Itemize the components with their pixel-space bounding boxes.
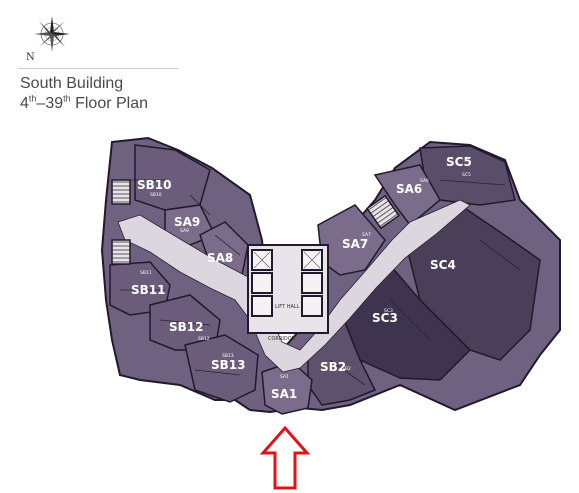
lift-hall-label: LIFT HALL [275,304,300,310]
unit-label-sa7: SA7 [342,237,368,251]
partition-lines [120,179,521,386]
svg-text:SA9: SA9 [180,228,189,234]
floor-range-title: 4th–39th Floor Plan [20,93,149,112]
unit-sa6-area [373,164,441,227]
unit-label-sa8: SA8 [207,251,233,265]
corridor-label: CORRIDOR [268,336,296,342]
unit-label-sb12: SB12 [169,320,204,334]
unit-label-sa9: SA9 [174,215,200,229]
unit-label-sa6: SA6 [396,182,422,196]
svg-text:SB13: SB13 [222,353,234,359]
svg-text:SA1: SA1 [280,374,289,380]
svg-text:SC3: SC3 [384,308,393,314]
unit-label-sb11: SB11 [131,283,166,297]
building-title: South Building [20,75,124,92]
lift-shaft [251,295,273,317]
unit-label-sb13: SB13 [211,358,246,372]
header-divider [18,68,178,69]
unit-label-sb2: SB2 [320,360,346,374]
svg-text:SC5: SC5 [462,172,471,178]
svg-text:SB10: SB10 [150,192,162,198]
compass-north-label: N [26,52,35,63]
unit-sb13-area [184,334,259,403]
unit-label-sc3: SC3 [372,311,398,325]
svg-text:SA6: SA6 [420,178,429,184]
lift-shaft [251,272,273,294]
svg-text:SA7: SA7 [362,232,371,238]
unit-label-sc5: SC5 [446,155,472,169]
unit-sc3-area [339,263,472,381]
lift-shaft [301,272,323,294]
unit-label-sa1: SA1 [271,387,297,401]
stair-left-mid [111,239,131,265]
stair-right [366,194,400,230]
compass-rose-icon [34,16,70,52]
svg-text:SB12: SB12 [198,336,210,342]
unit-label-sc4: SC4 [430,258,456,272]
svg-text:SB11: SB11 [140,270,152,276]
unit-label-sb10: SB10 [137,178,172,192]
lift-shaft [301,295,323,317]
svg-text:SB2: SB2 [342,366,351,372]
stair-left-top [111,179,131,205]
svg-text:SA8: SA8 [222,258,231,264]
up-arrow-icon [259,425,311,490]
